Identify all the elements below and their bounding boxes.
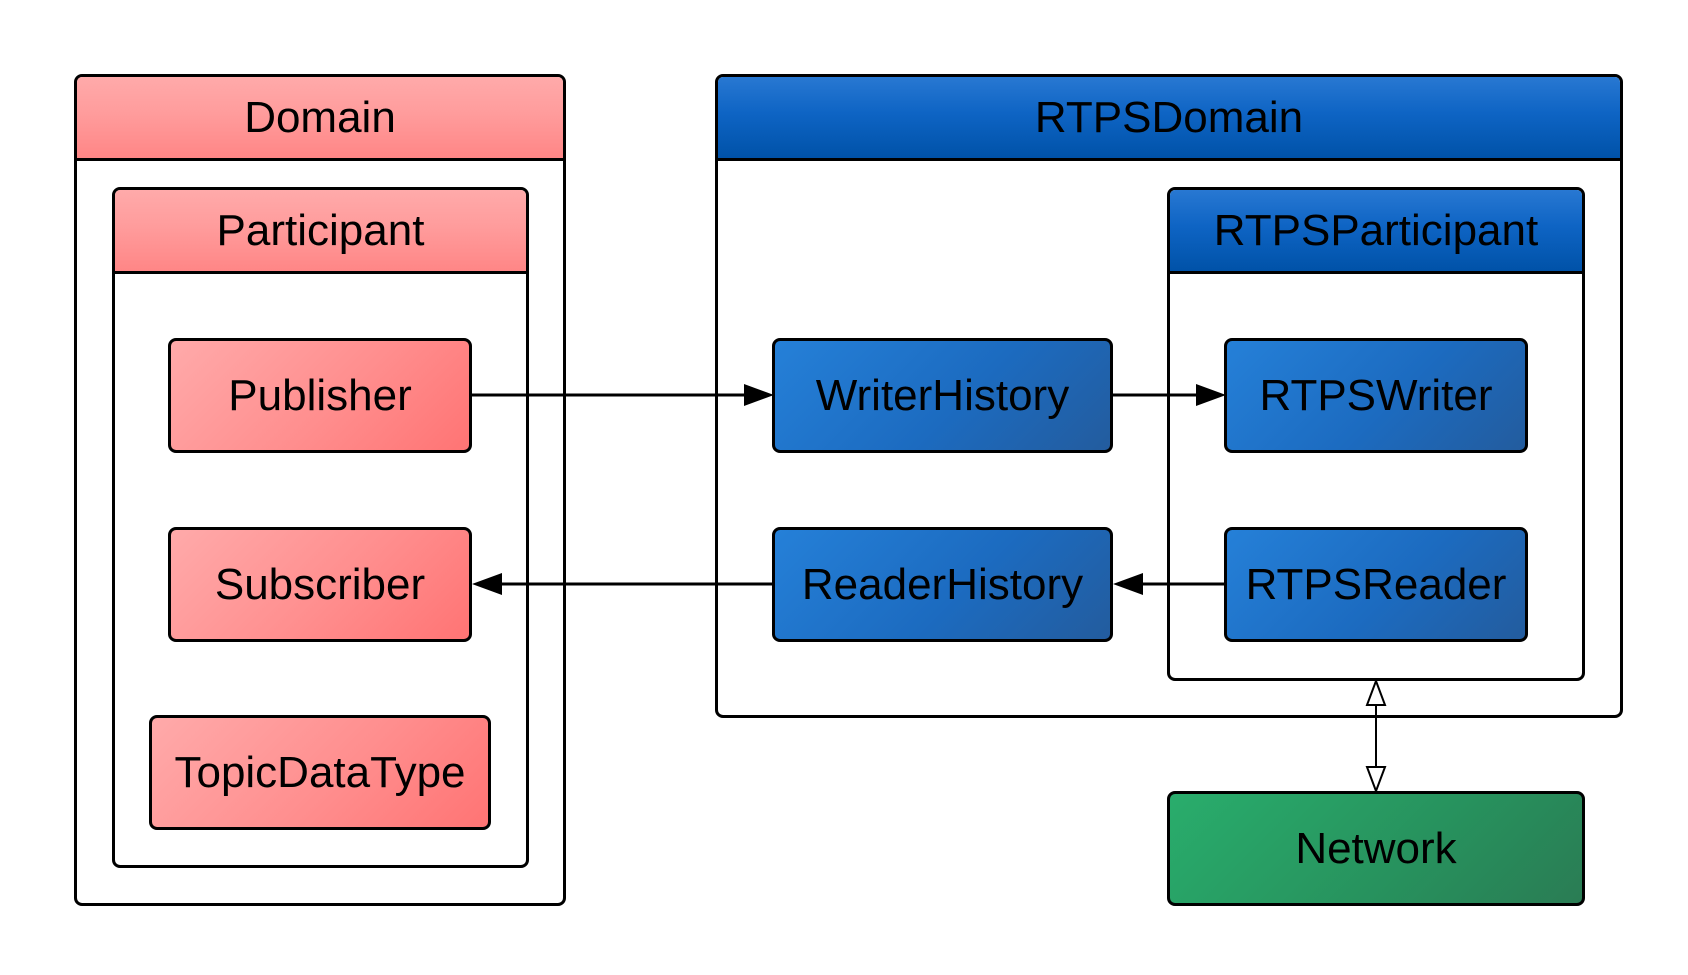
edge-reader-history-to-subscriber: [472, 573, 772, 595]
edge-rtps-reader-to-reader-history: [1113, 573, 1224, 595]
rtps-reader-node[interactable]: RTPSReader: [1224, 527, 1528, 642]
publisher-label: Publisher: [228, 370, 412, 420]
rtps-domain-title: RTPSDomain: [1034, 92, 1304, 142]
domain-title: Domain: [244, 92, 396, 142]
reader-history-node[interactable]: ReaderHistory: [772, 527, 1113, 642]
topic-data-type-label: TopicDataType: [174, 747, 466, 797]
arrowhead-icon: [1196, 384, 1226, 406]
edge-rtps-participant-network: [1365, 678, 1387, 794]
publisher-node[interactable]: Publisher: [168, 338, 472, 453]
arrowhead-icon: [472, 573, 502, 595]
edge-writer-history-to-rtps-writer: [1113, 384, 1226, 406]
edge-publisher-to-writer-history: [472, 384, 774, 406]
writer-history-label: WriterHistory: [815, 370, 1070, 420]
arrowhead-icon: [744, 384, 774, 406]
rtps-writer-label: RTPSWriter: [1259, 370, 1493, 420]
rtps-participant-header: RTPSParticipant: [1170, 190, 1582, 274]
rtps-domain-header: RTPSDomain: [718, 77, 1620, 161]
participant-header: Participant: [115, 190, 526, 274]
network-node[interactable]: Network: [1167, 791, 1585, 906]
rtps-reader-label: RTPSReader: [1245, 559, 1507, 609]
participant-title: Participant: [216, 205, 425, 255]
rtps-writer-node[interactable]: RTPSWriter: [1224, 338, 1528, 453]
rtps-participant-title: RTPSParticipant: [1213, 205, 1539, 255]
open-arrowhead-down-icon: [1365, 766, 1387, 794]
reader-history-label: ReaderHistory: [801, 559, 1084, 609]
network-label: Network: [1295, 823, 1457, 873]
open-arrowhead-up-icon: [1365, 678, 1387, 706]
subscriber-label: Subscriber: [214, 559, 426, 609]
writer-history-node[interactable]: WriterHistory: [772, 338, 1113, 453]
arrowhead-icon: [1113, 573, 1143, 595]
topic-data-type-node[interactable]: TopicDataType: [149, 715, 491, 830]
domain-header: Domain: [77, 77, 563, 161]
subscriber-node[interactable]: Subscriber: [168, 527, 472, 642]
